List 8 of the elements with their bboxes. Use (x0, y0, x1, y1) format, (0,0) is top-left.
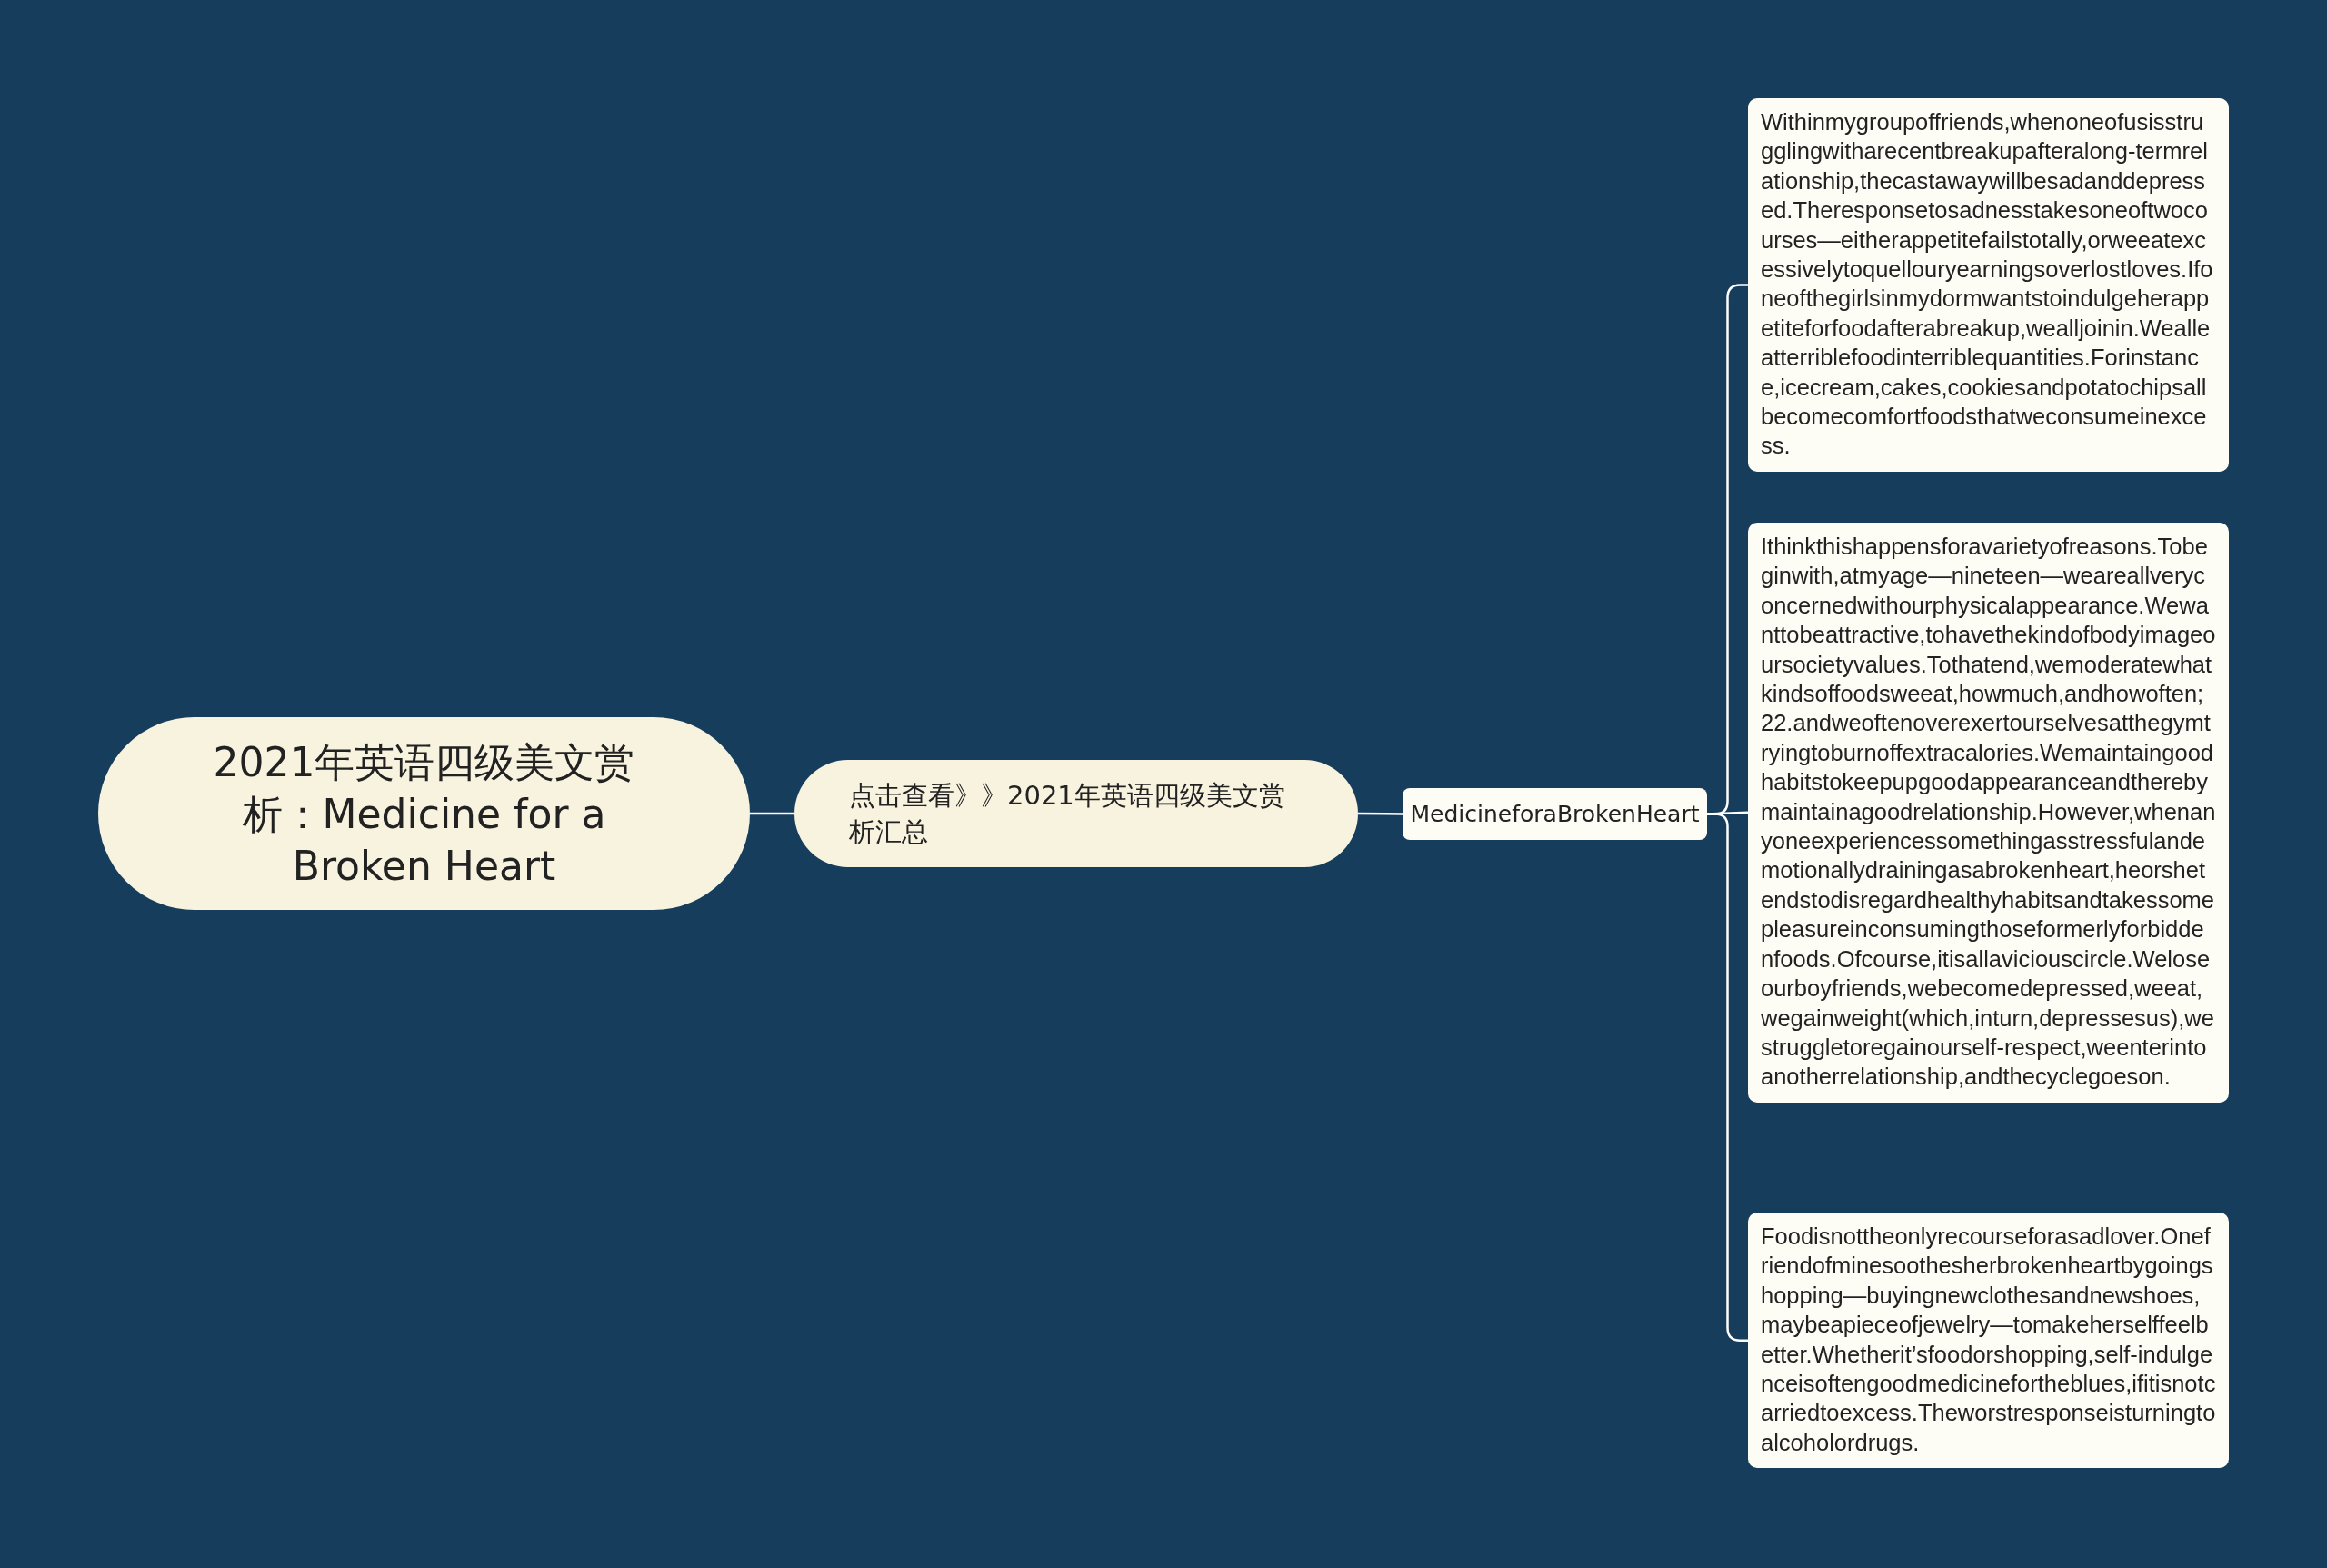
subtopic-capsule: 点击查看》》2021年英语四级美文赏析汇总 (794, 760, 1358, 867)
text-card: Ithinkthishappensforavarietyofreasons.Tobeginwith,atmyage—nineteen—weareallveryconcernedwithourphysicalappearance.Wewanttobeattractive,tohavethekindofbodyimageoursocietyvalues.Tothatend,wemoderatewhatkindsoffoodsweeat,howmuch,andhowoften;22.andweoftenoverexertourselvesatthegymtryingtoburnoffextracalories.Wemaintaingoodhabitstokeepupgoodappearanceandtherebymaintainagoodrelationship.However,whenanyoneexperiencessomethingasstressfulandemotionallydrainingasabrokenheart,heorshetendstodisregardhealthyhabitsandtakessomepleasureinconsumingthoseformerlyforbiddenfoods.Ofcourse,itisallaviciouscircle.Weloseourboyfriends,webecomedepressed,weeat,wegainweight(which,inturn,depressesus),westruggletoregainourself-respect,weenterintoanotherrelationship,andthecyclegoeson. (1748, 523, 2229, 1103)
topic-capsule: 2021年英语四级美文赏析：Medicine for a Broken Heart (98, 717, 750, 910)
topic-label-box: MedicineforaBrokenHeart (1403, 788, 1707, 840)
text-card: Withinmygroupoffriends,whenoneofusisstrugglingwitharecentbreakupafteralong-termrelationship,thecastawaywillbesadanddepressed.Theresponsetosadnesstakesoneoftwocourses—eitherappetitefailstotally,orweeatexcessivelytoquellouryearningsoverlostloves.Ifoneofthegirlsinmydormwantstoindulgeherappetiteforfoodafterabreakup,wealljoinin.Wealleatterriblefoodinterriblequantities.Forinstance,icecream,cakes,cookiesandpotatochipsallbecomecomfortfoodsthatweconsumeinexcess. (1748, 98, 2229, 472)
connector-line (750, 812, 794, 815)
text-card: Foodisnottheonlyrecourseforasadlover.Onefriendofminesoothesherbrokenheartbygoingshopping—buyingnewclothesandnewshoes,maybeapieceofjewelry—tomakeherselffeelbetter.Whetherit’sfoodorshopping,self-indulgenceisoftengoodmedicinefortheblues,ifitisnotcarriedtoexcess.Theworstresponseisturningtoalcoholordrugs. (1748, 1213, 2229, 1469)
connector-line (1358, 812, 1403, 815)
